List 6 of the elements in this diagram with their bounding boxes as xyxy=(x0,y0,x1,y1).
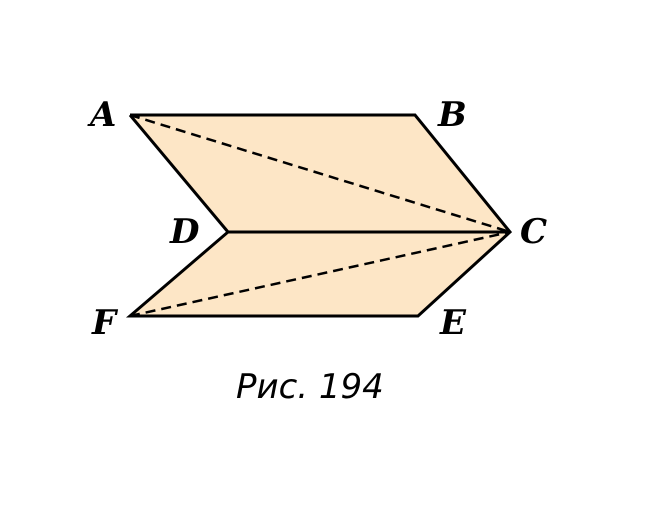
vertex-label: B xyxy=(438,98,467,132)
vertex-label: D xyxy=(170,215,200,249)
figure-caption: Рис. 194 xyxy=(236,370,384,404)
vertex-label: C xyxy=(520,215,548,249)
vertex-label: E xyxy=(440,306,466,340)
vertex-label: F xyxy=(92,306,116,340)
